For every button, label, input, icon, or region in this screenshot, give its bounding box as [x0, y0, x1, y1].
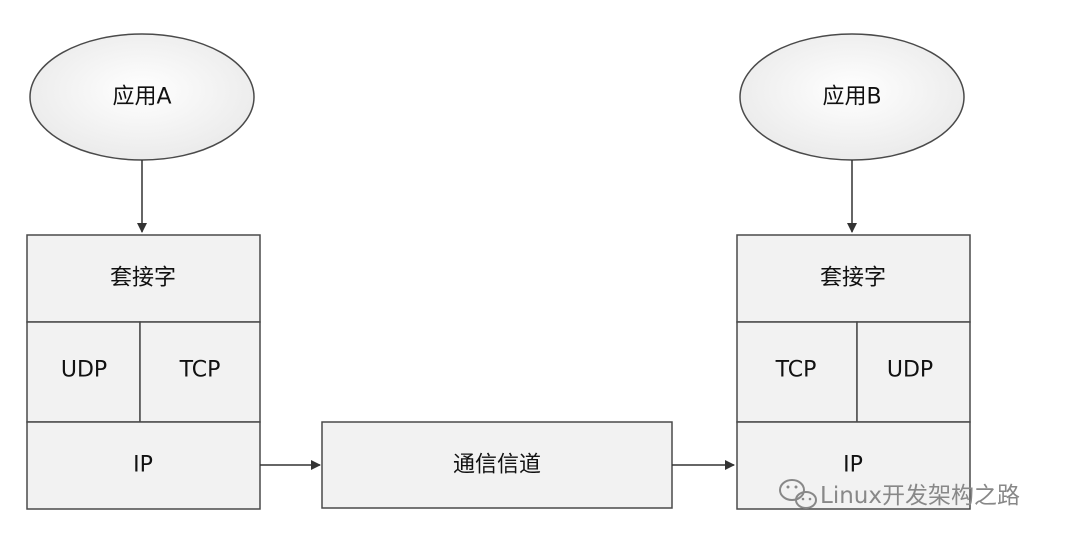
left-tcp-label: TCP [179, 358, 221, 383]
left-ip-label: IP [133, 453, 153, 478]
right-tcp-box [736, 321, 858, 423]
right-socket-label: 套接字 [820, 266, 886, 291]
right-udp-box [856, 321, 971, 423]
app-a-label: 应用A [112, 85, 171, 110]
channel-box [321, 421, 673, 509]
left-tcp-box [139, 321, 261, 423]
left-socket-box [26, 234, 261, 323]
left-stack: 应用A 套接字 UDP TCP IP [26, 33, 261, 510]
left-udp-label: UDP [61, 358, 107, 383]
app-b-label: 应用B [822, 85, 881, 110]
right-ip-label: IP [843, 453, 863, 478]
right-socket-box [736, 234, 971, 323]
wechat-icon [779, 479, 817, 509]
left-ip-box [26, 421, 261, 510]
right-tcp-label: TCP [775, 358, 817, 383]
left-socket-label: 套接字 [110, 266, 176, 291]
watermark-text: Linux开发架构之路 [820, 483, 1020, 509]
right-ip-box [736, 421, 971, 510]
right-udp-label: UDP [887, 358, 933, 383]
right-stack: 应用B 套接字 TCP UDP IP [736, 33, 971, 510]
watermark: Linux开发架构之路 [779, 479, 1020, 509]
channel-label: 通信信道 [453, 453, 541, 478]
